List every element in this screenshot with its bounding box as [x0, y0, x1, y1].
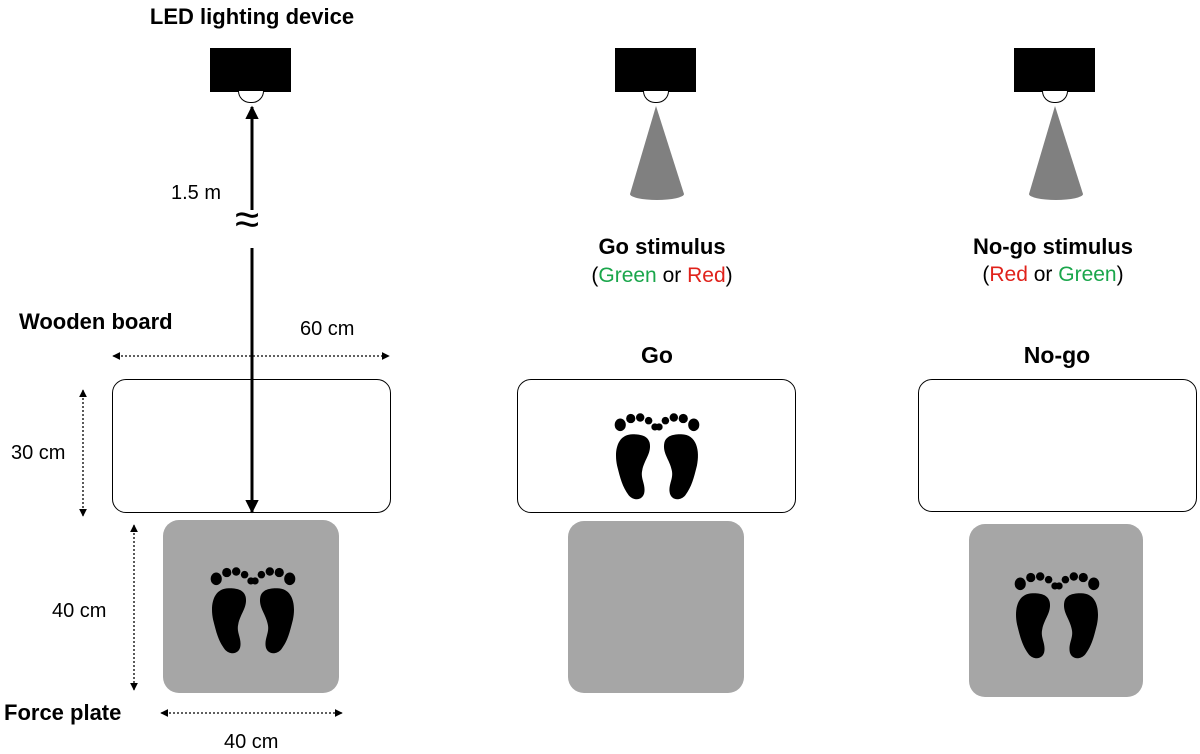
go-paren-open: ( [591, 264, 599, 287]
light-cone-go [630, 106, 684, 200]
go-condition-label: Go [641, 342, 673, 368]
nogo-stimulus-title: No-go stimulus [972, 234, 1134, 259]
go-or: or [656, 264, 688, 287]
distance-label: 1.5 m [171, 182, 222, 204]
wooden-board-label: Wooden board [19, 309, 173, 334]
go-paren-close: ) [725, 264, 733, 287]
led-device-label: LED lighting device [149, 4, 355, 29]
light-cone-nogo [1029, 106, 1083, 200]
footprints-setup [210, 567, 296, 654]
footprints-nogo [1014, 572, 1100, 659]
footprints-go [614, 413, 700, 500]
nogo-paren-close: ) [1116, 263, 1124, 286]
nogo-paren-open: ( [982, 263, 990, 286]
led-device-go [615, 48, 696, 92]
wooden-board-go [517, 379, 796, 513]
plate-width-label: 40 cm [224, 731, 279, 753]
nogo-color-red: Red [989, 263, 1028, 286]
distance-break-symbol: ≈ [233, 195, 262, 244]
board-depth-label: 30 cm [11, 442, 66, 464]
force-plate-setup [163, 520, 339, 693]
board-width-label: 60 cm [300, 318, 355, 340]
led-device-nogo [1014, 48, 1095, 92]
go-color-green: Green [598, 264, 657, 287]
force-plate-label: Force plate [4, 700, 122, 725]
nogo-or: or [1027, 263, 1059, 286]
nogo-condition-label: No-go [1023, 342, 1091, 368]
force-plate-nogo [969, 524, 1143, 697]
go-stimulus-title: Go stimulus [598, 234, 726, 259]
nogo-stimulus-colors: (Red or Green) [982, 263, 1123, 287]
led-device-left [210, 48, 291, 92]
force-plate-go [568, 521, 744, 693]
go-color-red: Red [687, 264, 726, 287]
wooden-board-nogo [918, 379, 1197, 512]
nogo-color-green: Green [1058, 263, 1117, 286]
plate-depth-label: 40 cm [52, 600, 107, 622]
go-stimulus-colors: (Green or Red) [591, 264, 732, 288]
